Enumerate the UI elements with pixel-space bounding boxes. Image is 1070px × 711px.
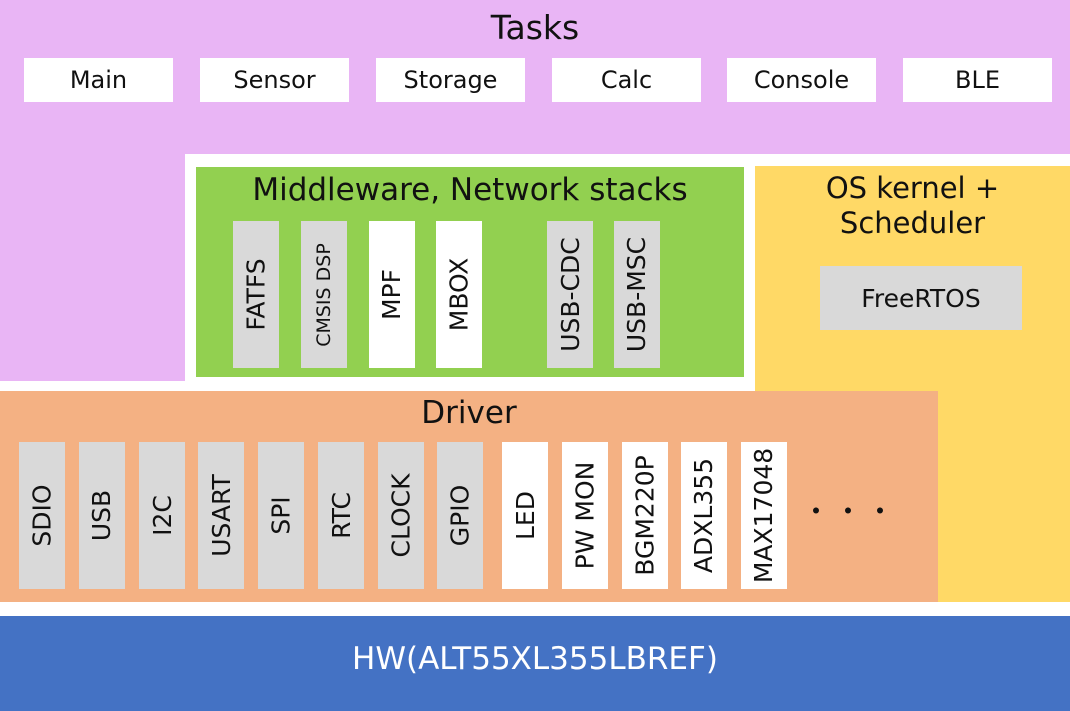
- os-freertos: FreeRTOS: [820, 266, 1022, 330]
- driver-bgm220p: BGM220P: [622, 442, 668, 589]
- driver-spi-label: SPI: [266, 496, 296, 535]
- driver-adxl355-label: ADXL355: [689, 457, 719, 574]
- middleware-mpf: MPF: [369, 221, 415, 368]
- driver-usb-label: USB: [87, 489, 117, 542]
- task-console: Console: [727, 58, 876, 102]
- driver-i2c-label: I2C: [147, 495, 177, 536]
- driver-rtc: RTC: [318, 442, 364, 589]
- middleware-fatfs-label: FATFS: [241, 258, 271, 331]
- driver-pw-mon-label: PW MON: [570, 461, 600, 570]
- tasks-title: Tasks: [490, 8, 580, 47]
- task-sensor: Sensor: [200, 58, 349, 102]
- middleware-cmsis-dsp-label: CMSIS DSP: [313, 242, 336, 347]
- driver-bgm220p-label: BGM220P: [630, 455, 660, 576]
- driver-sdio: SDIO: [19, 442, 65, 589]
- driver-gpio: GPIO: [437, 442, 483, 589]
- driver-usb: USB: [79, 442, 125, 589]
- driver-adxl355: ADXL355: [681, 442, 727, 589]
- driver-gpio-label: GPIO: [445, 484, 475, 547]
- driver-spi: SPI: [258, 442, 304, 589]
- middleware-mbox: MBOX: [436, 221, 482, 368]
- middleware-title: Middleware, Network stacks: [252, 172, 688, 208]
- driver-title: Driver: [421, 395, 517, 431]
- driver-led-label: LED: [510, 491, 540, 540]
- driver-usart-label: USART: [206, 474, 236, 557]
- driver-rtc-label: RTC: [326, 492, 356, 539]
- middleware-mpf-label: MPF: [377, 268, 407, 321]
- middleware-usb-cdc-label: USB-CDC: [555, 237, 585, 352]
- hw-layer: [0, 616, 1070, 711]
- middleware-cmsis-dsp: CMSIS DSP: [301, 221, 347, 368]
- driver-sdio-label: SDIO: [27, 484, 57, 547]
- tasks-layer-side: [0, 154, 185, 381]
- driver-max17048-label: MAX17048: [749, 447, 779, 584]
- task-storage: Storage: [376, 58, 525, 102]
- os-kernel-title-line2: Scheduler: [839, 206, 986, 240]
- middleware-usb-cdc: USB-CDC: [547, 221, 593, 368]
- middleware-mbox-label: MBOX: [444, 257, 474, 332]
- middleware-usb-msc: USB-MSC: [614, 221, 660, 368]
- tasks-layer: [0, 0, 1070, 154]
- driver-usart: USART: [198, 442, 244, 589]
- driver-max17048: MAX17048: [741, 442, 787, 589]
- middleware-usb-msc-label: USB-MSC: [622, 236, 652, 353]
- hw-label: HW(ALT55XL355LBREF): [352, 641, 718, 677]
- driver-clock: CLOCK: [378, 442, 424, 589]
- driver-clock-label: CLOCK: [386, 473, 416, 558]
- task-calc: Calc: [552, 58, 701, 102]
- driver-ellipsis: ・・・: [801, 495, 898, 528]
- driver-pw-mon: PW MON: [562, 442, 608, 589]
- driver-i2c: I2C: [139, 442, 185, 589]
- task-main: Main: [24, 58, 173, 102]
- driver-led: LED: [502, 442, 548, 589]
- middleware-fatfs: FATFS: [233, 221, 279, 368]
- task-ble: BLE: [903, 58, 1052, 102]
- os-kernel-title-line1: OS kernel +: [825, 171, 1000, 205]
